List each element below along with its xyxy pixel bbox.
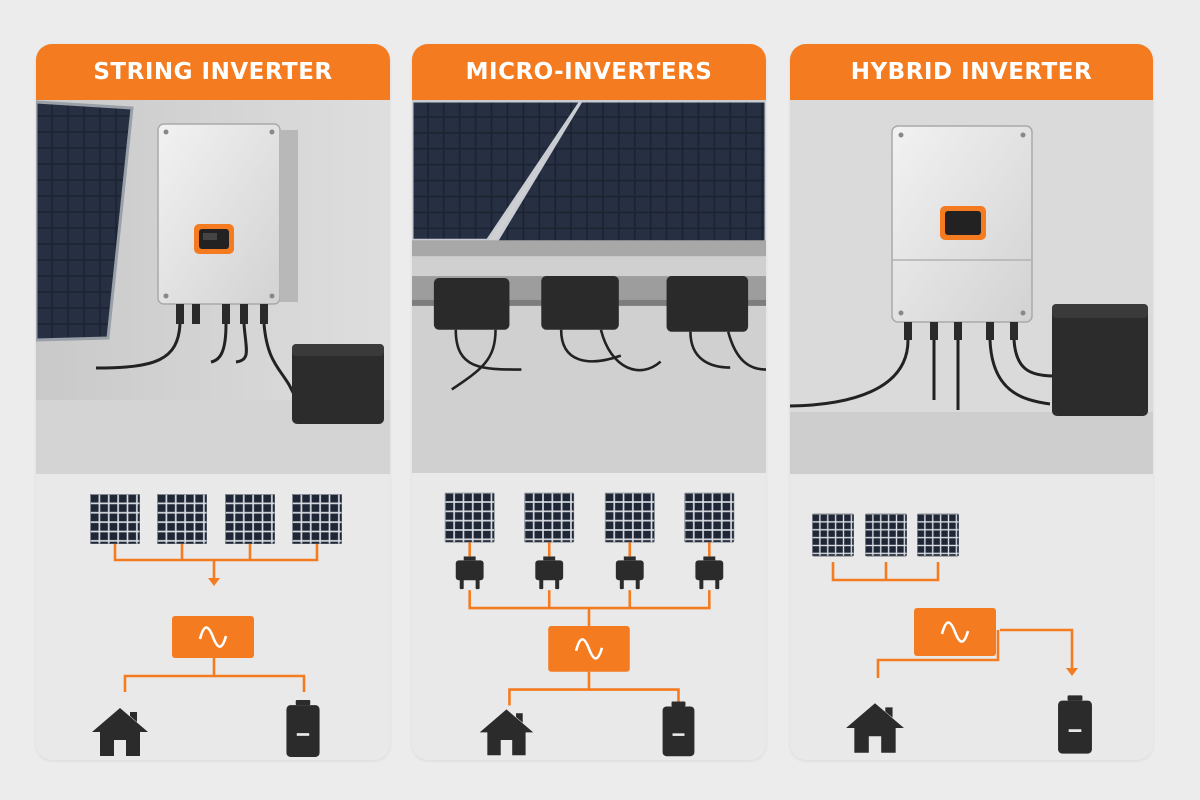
string-inverter-unit xyxy=(95,123,298,401)
string-inverter-diagram xyxy=(90,494,342,757)
card-title: MICRO-INVERTERS xyxy=(465,59,713,85)
hybrid-inverter-photo xyxy=(790,100,1153,474)
card-header: MICRO-INVERTERS xyxy=(412,44,766,100)
battery-icon xyxy=(1058,695,1092,754)
inverter-icon xyxy=(548,625,630,672)
house-icon xyxy=(479,709,534,756)
card-title: STRING INVERTER xyxy=(93,59,333,85)
hybrid-inverter-diagram xyxy=(812,513,1092,754)
solar-array-image xyxy=(412,100,766,257)
string-inverter-card: STRING INVERTER xyxy=(36,44,390,760)
micro-inverter-units xyxy=(433,276,766,391)
card-header: HYBRID INVERTER xyxy=(790,44,1153,100)
micro-inverters-diagram xyxy=(444,492,735,757)
micro-inverter-icons xyxy=(455,556,724,590)
solar-panel-image xyxy=(36,100,134,342)
house-icon xyxy=(92,708,148,756)
connection-lines xyxy=(113,544,319,692)
card-header: STRING INVERTER xyxy=(36,44,390,100)
battery-image xyxy=(1052,304,1148,416)
connection-lines xyxy=(468,542,711,706)
battery-image xyxy=(292,344,384,424)
connection-lines xyxy=(831,562,1074,678)
house-icon xyxy=(846,703,904,753)
solar-panel-icons xyxy=(812,513,959,557)
battery-icon xyxy=(286,700,320,757)
solar-panel-icons xyxy=(90,494,342,544)
solar-panel-icons xyxy=(444,492,735,543)
card-title: HYBRID INVERTER xyxy=(850,59,1093,85)
battery-icon xyxy=(662,701,695,757)
micro-inverters-card: MICRO-INVERTERS xyxy=(412,44,766,760)
inverter-icon xyxy=(914,608,996,656)
hybrid-inverter-unit xyxy=(790,125,1053,410)
string-inverter-photo xyxy=(36,100,390,474)
hybrid-inverter-card: HYBRID INVERTER xyxy=(790,44,1153,760)
inverter-icon xyxy=(172,616,254,658)
micro-inverters-photo xyxy=(412,100,766,473)
